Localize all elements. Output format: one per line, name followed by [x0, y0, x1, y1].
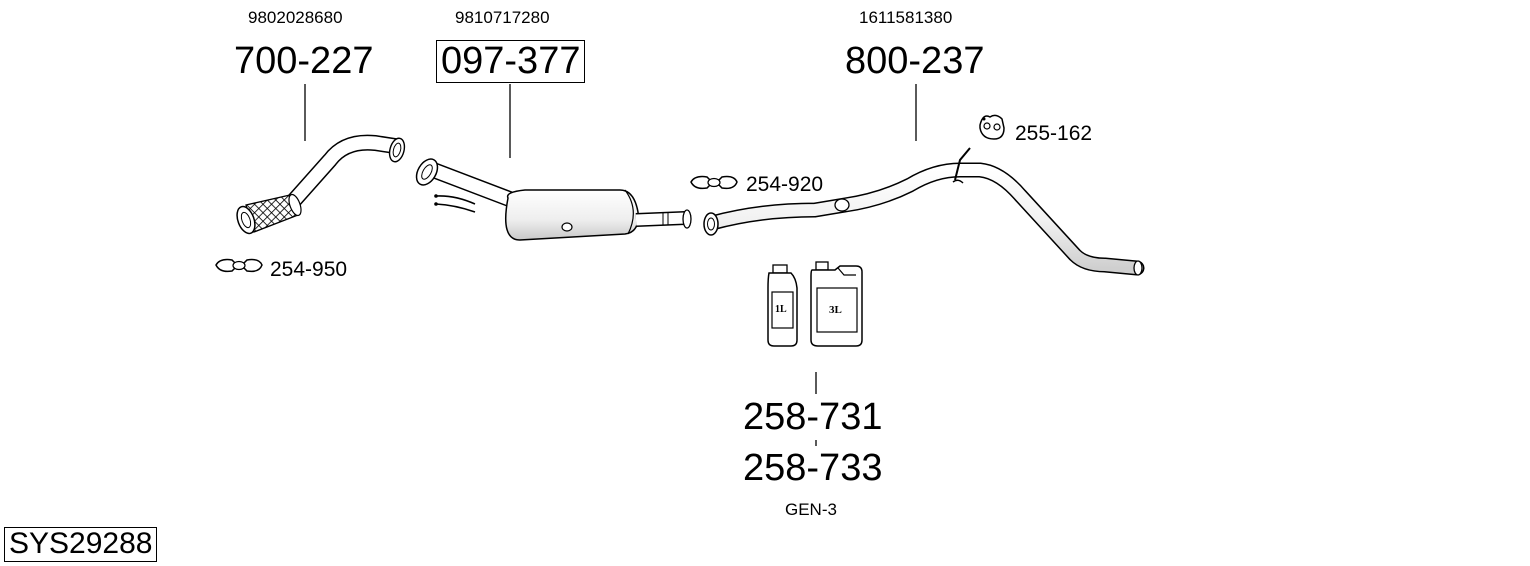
oem-number-800-237: 1611581380 [859, 8, 953, 27]
clamp-254-920-icon [690, 175, 738, 190]
fluid-type-label: GEN-3 [785, 500, 837, 519]
fluid-canister-3l-icon [810, 261, 863, 347]
front-pipe-700-227 [236, 134, 406, 235]
fluid-code-258-733[interactable]: 258-733 [743, 447, 883, 489]
diagram-id: SYS29288 [4, 527, 158, 562]
canister-label-3l: 3L [829, 304, 842, 316]
rear-pipe-800-237 [703, 147, 1145, 276]
mount-code-255-162[interactable]: 255-162 [1015, 122, 1093, 145]
clamp-code-254-950[interactable]: 254-950 [270, 258, 348, 281]
clamp-254-950-icon [215, 258, 263, 273]
rubber-mount-255-162-icon [979, 114, 1005, 140]
part-code-097-377[interactable]: 097-377 [436, 40, 586, 83]
part-code-700-227[interactable]: 700-227 [234, 40, 374, 82]
particulate-filter-097-377 [415, 158, 692, 241]
bottle-label-1l: 1L [775, 304, 787, 315]
clamp-code-254-920[interactable]: 254-920 [746, 173, 824, 196]
oem-number-097-377: 9810717280 [455, 8, 550, 27]
fluid-bottle-1l-icon [767, 264, 798, 347]
fluid-code-258-731[interactable]: 258-731 [743, 396, 883, 438]
part-code-800-237[interactable]: 800-237 [845, 40, 985, 82]
oem-number-700-227: 9802028680 [248, 8, 343, 27]
